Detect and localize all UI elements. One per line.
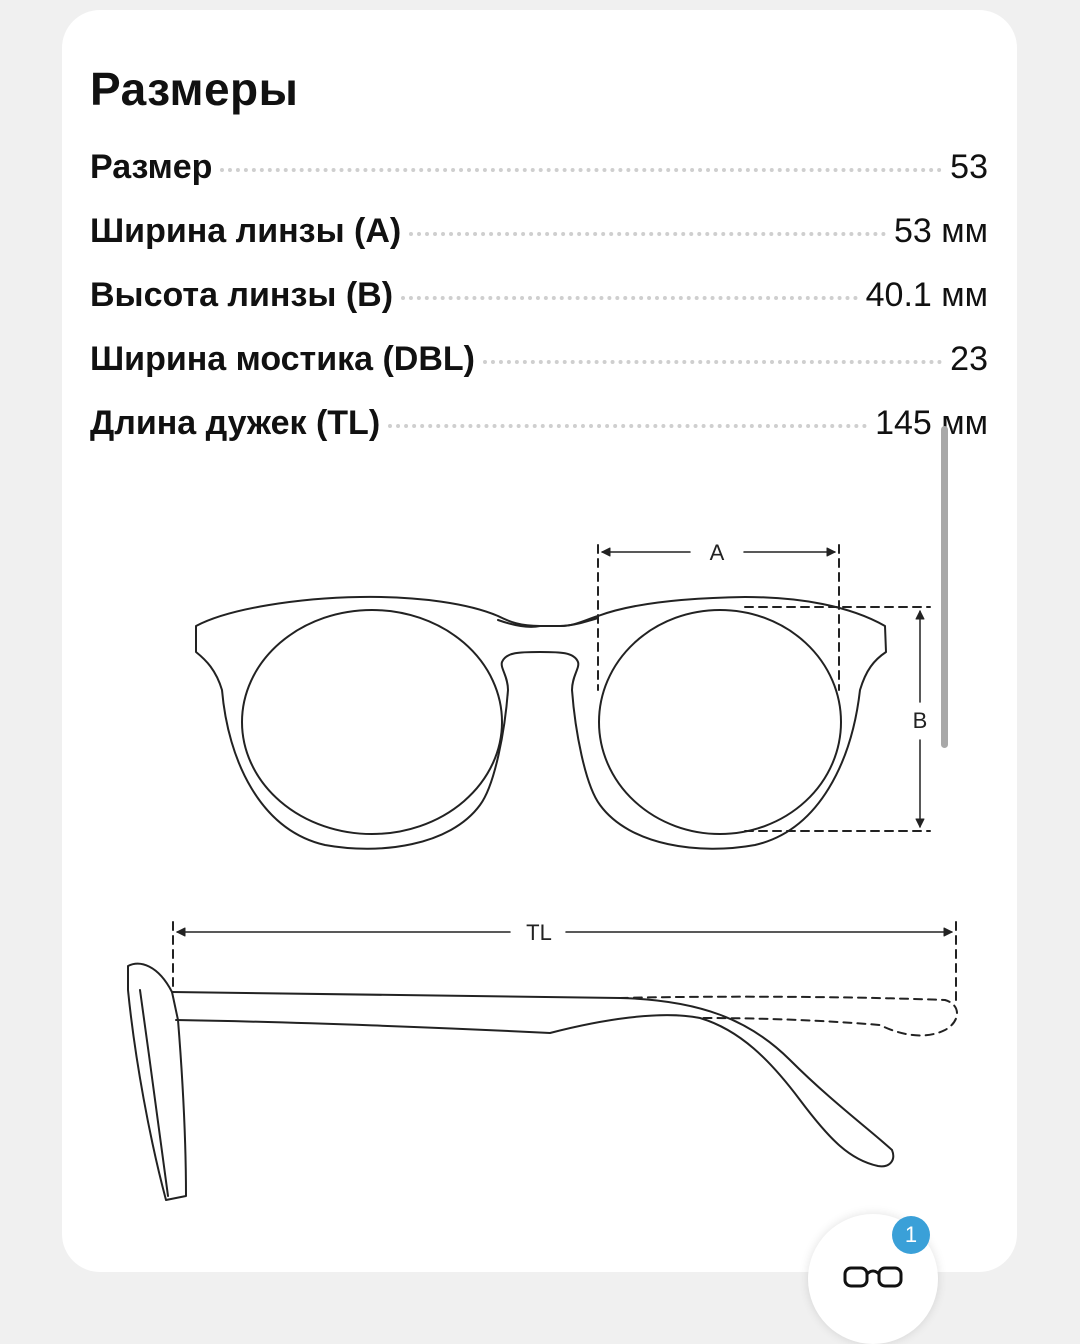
spec-label: Длина дужек (TL)	[90, 404, 381, 442]
dotted-leader	[220, 168, 943, 172]
spec-label: Высота линзы (B)	[90, 276, 394, 314]
spec-row-lens-height: Высота линзы (B) 40.1 мм	[90, 276, 988, 340]
frame-front-outline	[195, 595, 887, 850]
dimension-label-tl: TL	[526, 920, 552, 945]
frame-side-front	[127, 962, 187, 1201]
dimension-label-b: B	[913, 708, 928, 733]
spec-value: 53 мм	[893, 212, 988, 250]
section-title: Размеры	[90, 63, 299, 115]
glasses-icon	[843, 1266, 903, 1288]
spec-value: 23	[950, 340, 988, 378]
bridge-top	[497, 617, 599, 628]
dotted-leader	[483, 360, 943, 364]
spec-label: Ширина мостика (DBL)	[90, 340, 476, 378]
dotted-leader	[409, 232, 886, 236]
dotted-leader	[388, 424, 868, 428]
sizes-card: Размеры Размер 53 Ширина линзы (A) 53 мм…	[62, 10, 1017, 1272]
spec-row-size: Размер 53	[90, 148, 988, 212]
spec-label: Размер	[90, 148, 213, 186]
scrollbar[interactable]	[941, 426, 948, 748]
spec-value: 53	[950, 148, 988, 186]
lens-side	[139, 989, 169, 1197]
temple-arm	[171, 991, 895, 1168]
spec-value: 145 мм	[875, 404, 988, 442]
spec-row-lens-width: Ширина линзы (A) 53 мм	[90, 212, 988, 276]
spec-row-temple-length: Длина дужек (TL) 145 мм	[90, 404, 988, 468]
notification-badge: 1	[892, 1216, 930, 1254]
right-lens	[598, 609, 842, 835]
dimension-label-a: A	[710, 540, 725, 565]
glasses-dimension-diagram: A B TL	[127, 540, 958, 1201]
left-lens	[241, 609, 503, 835]
spec-value: 40.1 мм	[865, 276, 988, 314]
spec-row-bridge-width: Ширина мостика (DBL) 23	[90, 340, 988, 404]
spec-list: Размер 53 Ширина линзы (A) 53 мм Высота …	[90, 148, 988, 468]
spec-label: Ширина линзы (A)	[90, 212, 402, 250]
dotted-leader	[401, 296, 858, 300]
